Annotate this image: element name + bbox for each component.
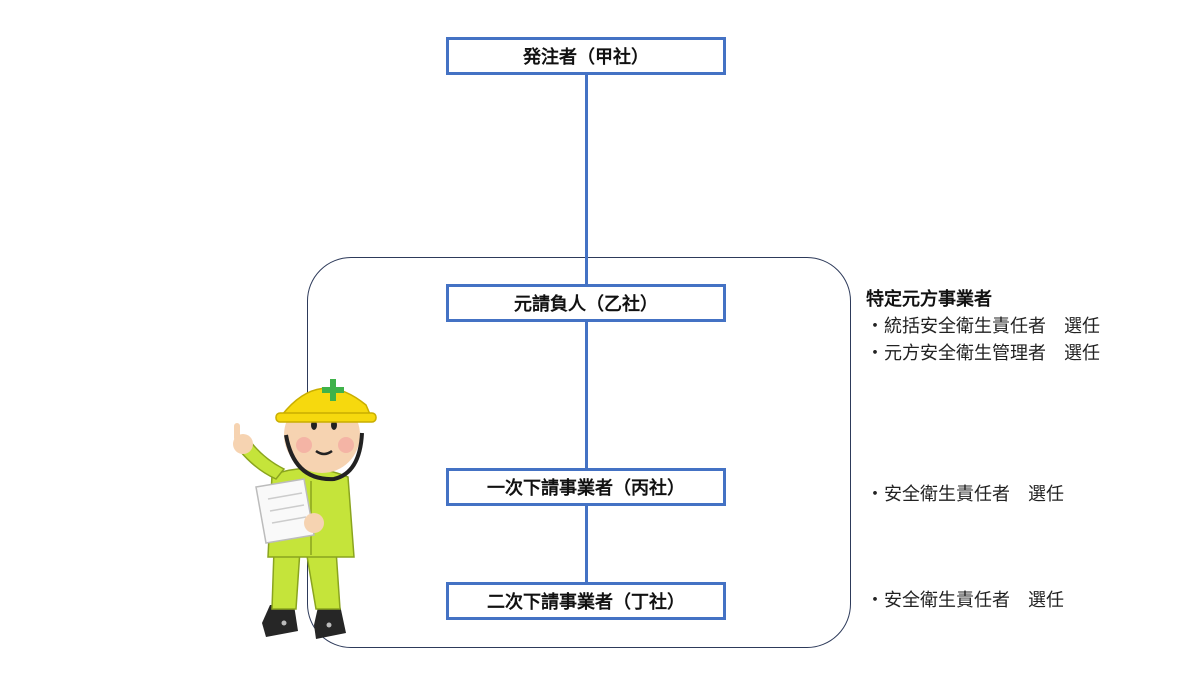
note-sub1: ・安全衛生責任者 選任 [866, 481, 1064, 508]
box-client: 発注者（甲社） [446, 37, 726, 75]
box-first-subcontractor: 一次下請事業者（丙社） [446, 468, 726, 506]
note-sub1-item: ・安全衛生責任者 選任 [866, 484, 1064, 505]
note-prime: 特定元方事業者 ・統括安全衛生責任者 選任 ・元方安全衛生管理者 選任 [866, 286, 1100, 367]
box-prime-contractor: 元請負人（乙社） [446, 284, 726, 322]
note-sub2-item: ・安全衛生責任者 選任 [866, 590, 1064, 611]
note-prime-item-2: ・元方安全衛生管理者 選任 [866, 343, 1100, 364]
note-sub2: ・安全衛生責任者 選任 [866, 587, 1064, 614]
note-prime-item-1: ・統括安全衛生責任者 選任 [866, 316, 1100, 337]
connector-prime-sub1 [585, 320, 588, 470]
construction-worker-illustration [233, 379, 377, 639]
note-prime-title: 特定元方事業者 [866, 289, 992, 310]
connector-sub1-sub2 [585, 505, 588, 583]
connector-client-prime [585, 73, 588, 287]
box-second-subcontractor: 二次下請事業者（丁社） [446, 582, 726, 620]
